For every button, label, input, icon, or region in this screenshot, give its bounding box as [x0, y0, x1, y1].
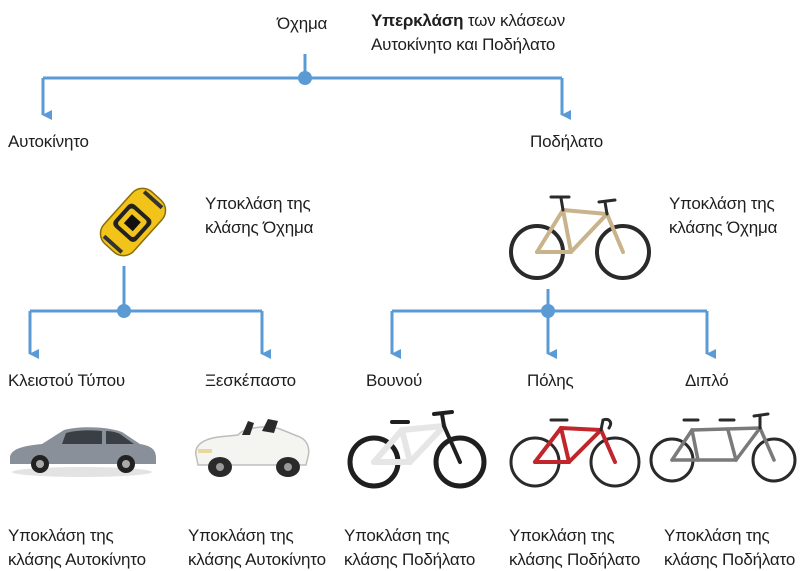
root-junction-dot — [298, 71, 312, 85]
taxi-image — [99, 187, 167, 257]
city-bike-label: Πόλης — [527, 371, 574, 390]
car-label: Αυτοκίνητο — [8, 132, 89, 151]
car-subclass-line2: κλάσης Όχημα — [205, 218, 314, 237]
tandem-subclass-line1: Υποκλάση της — [664, 526, 770, 545]
superclass-note-line1: Υπερκλάση των κλάσεων — [371, 9, 565, 32]
bike-junction-dot — [541, 304, 555, 318]
mountain-bike-image — [347, 410, 487, 489]
bike-label: Ποδήλατο — [530, 132, 604, 151]
convertible-subclass-line1: Υποκλάση της — [188, 526, 294, 545]
superclass-keyword: Υπερκλάση — [371, 11, 464, 30]
sedan-subclass-line2: κλάσης Αυτοκίνητο — [8, 550, 146, 569]
mountain-subclass-line1: Υποκλάση της — [344, 526, 450, 545]
sedan-subclass-line1: Υποκλάση της — [8, 526, 114, 545]
convertible-label: Ξεσκέπαστο — [205, 371, 296, 390]
convertible-subclass-line2: κλάσης Αυτοκίνητο — [188, 550, 326, 569]
car-subclass-line1: Υποκλάση της — [205, 194, 311, 213]
bike-subclass-line2: κλάσης Όχημα — [669, 218, 778, 237]
tandem-bike-label: Διπλό — [685, 371, 729, 390]
mountain-subclass-line2: κλάσης Ποδήλατο — [344, 550, 476, 569]
superclass-note-rest: των κλάσεων — [463, 11, 566, 30]
city-subclass-line2: κλάσης Ποδήλατο — [509, 550, 641, 569]
superclass-note-line2: Αυτοκίνητο και Ποδήλατο — [371, 35, 556, 54]
convertible-image — [195, 419, 310, 477]
city-subclass-line1: Υποκλάση της — [509, 526, 615, 545]
car-junction-dot — [117, 304, 131, 318]
sedan-image — [10, 427, 156, 477]
sedan-label: Κλειστού Τύπου — [8, 371, 125, 390]
mountain-bike-label: Βουνού — [366, 371, 423, 390]
bicycle-image — [509, 195, 651, 280]
city-bike-image — [509, 418, 641, 488]
root-label: Όχημα — [277, 14, 328, 33]
tandem-bike-image — [649, 412, 797, 483]
tandem-subclass-line2: κλάσης Ποδήλατο — [664, 550, 796, 569]
bike-subclass-line1: Υποκλάση της — [669, 194, 775, 213]
